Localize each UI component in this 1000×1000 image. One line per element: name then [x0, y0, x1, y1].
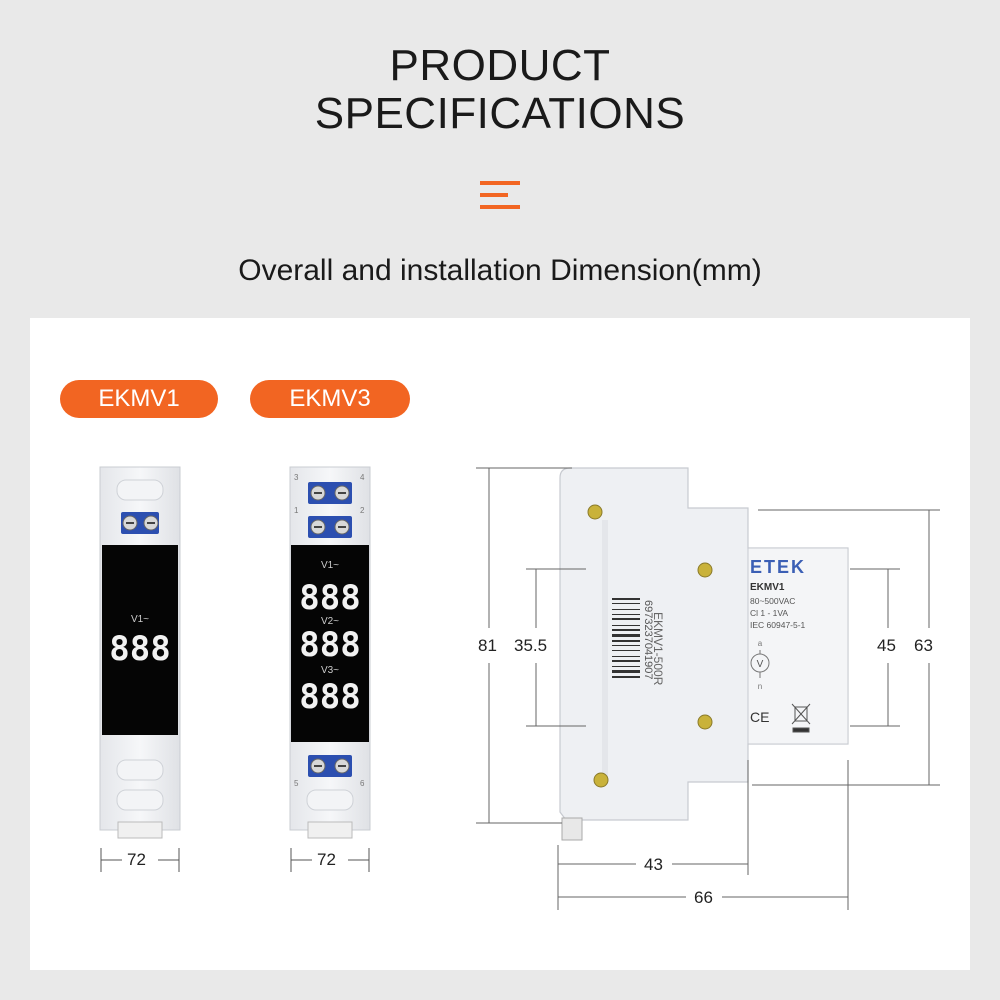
ekmv3-digits-3: 888 [299, 677, 360, 717]
barcode-bar [612, 640, 640, 642]
weee-bin-icon [791, 703, 811, 733]
ekmv3-phase-label-3: V3~ [321, 665, 339, 676]
terminal-number-6: 6 [360, 779, 365, 788]
terminal-a-label: a [758, 639, 763, 648]
barcode-bar [612, 598, 640, 600]
barcode-number: 6973237041907 [642, 600, 654, 680]
terminal-number-1: 1 [294, 506, 299, 515]
ekmv1-display-digits: 888 [109, 629, 170, 669]
barcode-bar [612, 625, 640, 626]
terminal-n-label: n [758, 682, 762, 691]
height-35-5-dimension: 35.5 [514, 636, 548, 655]
barcode-bar [612, 603, 640, 604]
spec-voltage: 80~500VAC [750, 596, 795, 606]
height-63-dimension: 63 [914, 636, 933, 655]
ekmv3-width-dimension: 72 [317, 850, 336, 869]
terminal-number-5: 5 [294, 779, 299, 788]
terminal-number-2: 2 [360, 506, 365, 515]
side-model-label: EKMV1-500R [651, 612, 665, 686]
barcode-bar [612, 676, 640, 678]
depth-43-dimension: 43 [644, 855, 663, 874]
barcode-bar [612, 614, 640, 615]
model-badge-ekmv1: EKMV1 [60, 380, 218, 418]
ekmv3-digits-2: 888 [299, 625, 360, 665]
barcode-bar [612, 634, 640, 637]
spec-class: Cl 1 - 1VA [750, 608, 788, 618]
menu-lines-icon [480, 181, 520, 209]
barcode-bar [612, 670, 640, 673]
depth-66-dimension: 66 [694, 888, 713, 907]
height-45-dimension: 45 [877, 636, 896, 655]
barcode-bar [612, 629, 640, 631]
side-view-device [559, 467, 849, 841]
side-dimension-lines [476, 467, 940, 910]
title-line-2: SPECIFICATIONS [314, 89, 686, 138]
ekmv3-phase-label-2: V2~ [321, 616, 339, 627]
spec-standard: IEC 60947-5-1 [750, 620, 806, 630]
ekmv3-display: V1~ 888 V2~ 888 V3~ 888 [299, 560, 360, 717]
voltmeter-symbol: V [757, 659, 764, 670]
ekmv3-width-dim-lines [290, 848, 370, 872]
ekmv3-digits-1: 888 [299, 578, 360, 618]
ekmv1-device [99, 466, 181, 839]
barcode-bar [612, 645, 640, 646]
ekmv1-width-dimension: 72 [127, 850, 146, 869]
barcode [612, 598, 640, 678]
barcode-bar [612, 666, 640, 667]
page-subtitle: Overall and installation Dimension(mm) [238, 254, 762, 287]
ekmv3-device [289, 466, 371, 839]
barcode-bar [612, 609, 640, 610]
ekmv1-width-dim-lines [100, 848, 180, 872]
spec-label: ETEK EKMV1 80~500VAC Cl 1 - 1VA IEC 6094… [750, 557, 811, 733]
model-badge-ekmv3: EKMV3 [250, 380, 410, 418]
terminal-number-3: 3 [294, 473, 299, 482]
spec-model: EKMV1 [750, 582, 785, 593]
brand-logo: ETEK [750, 557, 806, 577]
ce-mark: CE [750, 709, 769, 725]
barcode-bar [612, 660, 640, 662]
barcode-bar [612, 618, 640, 620]
barcode-bar [612, 650, 640, 651]
ekmv3-phase-label-1: V1~ [321, 560, 339, 571]
title-line-1: PRODUCT [389, 41, 611, 90]
height-81-dimension: 81 [478, 636, 497, 655]
barcode-bar [612, 656, 640, 657]
ekmv3-terminal-numbers: 3 4 1 2 5 6 [294, 473, 365, 788]
page-title: PRODUCT SPECIFICATIONS [0, 42, 1000, 138]
ekmv1-phase-label: V1~ [131, 614, 149, 625]
terminal-number-4: 4 [360, 473, 365, 482]
